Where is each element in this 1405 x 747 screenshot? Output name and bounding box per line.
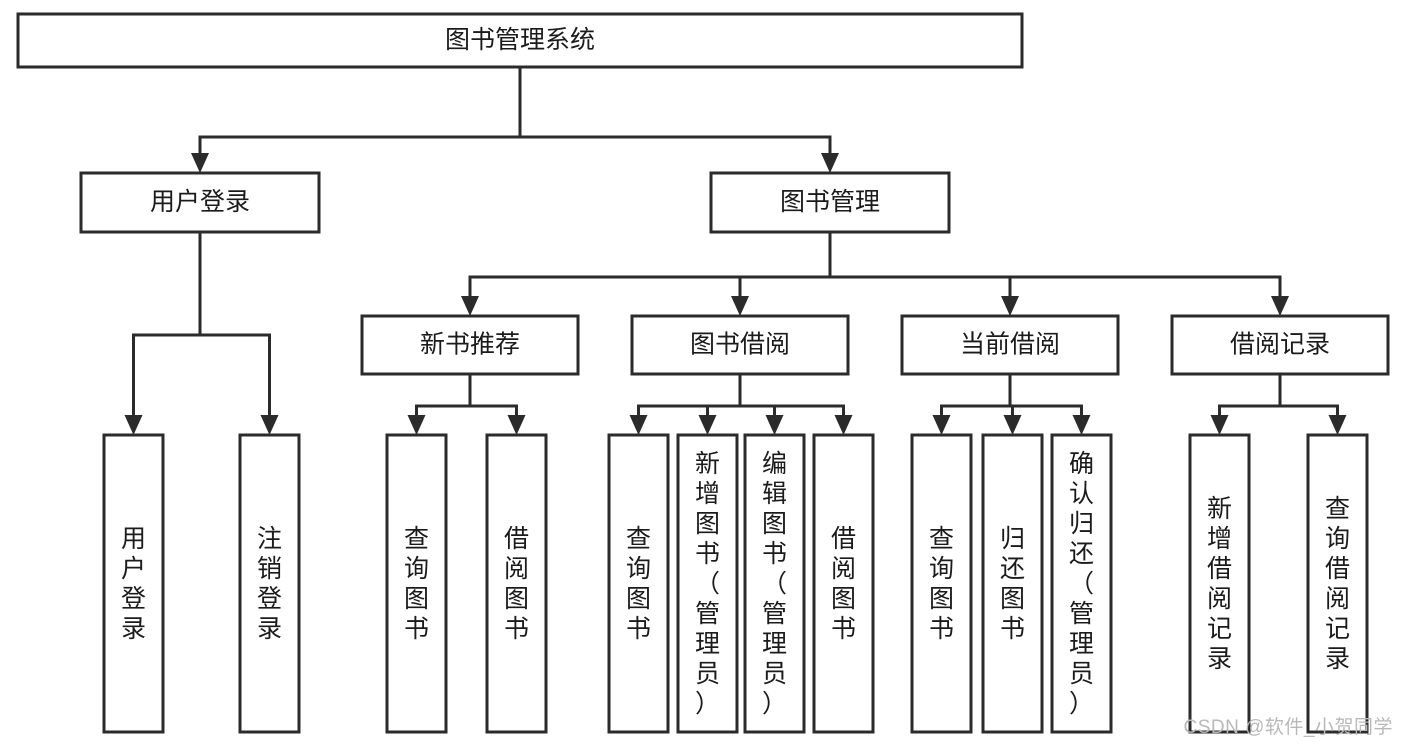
node-leaf-query-record[interactable]: 查询借阅记录	[1306, 433, 1369, 734]
arrow-head-icon	[1001, 296, 1019, 316]
node-leaf-add-book-label: 新增图书（管理员）	[695, 450, 720, 718]
arrow-head-icon	[1003, 415, 1022, 435]
arrow-head-icon	[932, 415, 951, 435]
node-leaf-edit-book-label: 编辑图书（管理员）	[762, 450, 787, 718]
node-leaf-edit-book-rect[interactable]	[743, 433, 806, 734]
node-user-login[interactable]: 用户登录	[79, 171, 321, 234]
node-book-borrow-rect[interactable]	[630, 314, 850, 376]
node-borrow-record-label: 借阅记录	[1230, 331, 1330, 359]
node-leaf-user-login-label: 用户登录	[121, 525, 146, 643]
node-leaf-query-book-3-rect[interactable]	[910, 433, 973, 734]
node-leaf-query-record-rect[interactable]	[1306, 433, 1369, 734]
node-leaf-logout-rect[interactable]	[238, 433, 301, 734]
node-leaf-borrow-book-1-rect[interactable]	[485, 433, 548, 734]
arrow-head-icon	[507, 415, 526, 435]
node-leaf-query-book-3[interactable]: 查询图书	[910, 433, 973, 734]
node-new-book-recommend-label: 新书推荐	[420, 331, 520, 359]
node-user-login-label: 用户登录	[150, 188, 250, 216]
node-book-borrow[interactable]: 图书借阅	[630, 314, 850, 376]
node-leaf-borrow-book-1-label: 借阅图书	[504, 525, 529, 643]
arrow-head-icon	[1328, 415, 1347, 435]
node-leaf-query-book-1[interactable]: 查询图书	[385, 433, 448, 734]
arrow-head-icon	[1271, 296, 1289, 316]
node-book-manage-label: 图书管理	[780, 188, 880, 216]
node-new-book-recommend[interactable]: 新书推荐	[360, 314, 580, 376]
node-root-system[interactable]: 图书管理系统	[16, 12, 1024, 69]
node-leaf-return-book[interactable]: 归还图书	[981, 433, 1044, 734]
arrow-head-icon	[1210, 415, 1229, 435]
node-leaf-edit-book[interactable]: 编辑图书（管理员）	[743, 433, 806, 734]
node-book-manage-rect[interactable]	[709, 171, 951, 234]
node-leaf-confirm-return[interactable]: 确认归还（管理员）	[1050, 433, 1113, 734]
node-leaf-add-record-rect[interactable]	[1188, 433, 1251, 734]
node-borrow-record-rect[interactable]	[1170, 314, 1390, 376]
node-leaf-confirm-return-label: 确认归还（管理员）	[1069, 450, 1094, 718]
node-current-borrow[interactable]: 当前借阅	[900, 314, 1120, 376]
node-book-manage[interactable]: 图书管理	[709, 171, 951, 234]
arrow-head-icon	[191, 153, 209, 173]
node-leaf-user-login[interactable]: 用户登录	[102, 433, 165, 734]
arrow-head-icon	[260, 415, 279, 435]
node-boxes: 图书管理系统用户登录图书管理新书推荐图书借阅当前借阅借阅记录用户登录注销登录查询…	[16, 12, 1390, 734]
node-leaf-add-book-rect[interactable]	[676, 433, 739, 734]
node-leaf-add-record-label: 新增借阅记录	[1207, 495, 1232, 673]
node-leaf-return-book-label: 归还图书	[1000, 525, 1025, 643]
node-leaf-add-book[interactable]: 新增图书（管理员）	[676, 433, 739, 734]
node-leaf-query-book-1-rect[interactable]	[385, 433, 448, 734]
node-leaf-borrow-book-1[interactable]: 借阅图书	[485, 433, 548, 734]
node-leaf-borrow-book-2[interactable]: 借阅图书	[812, 433, 875, 734]
node-leaf-query-book-3-label: 查询图书	[929, 525, 954, 643]
arrow-head-icon	[731, 296, 749, 316]
node-current-borrow-label: 当前借阅	[960, 331, 1060, 359]
arrow-head-icon	[698, 415, 717, 435]
arrow-head-icon	[407, 415, 426, 435]
node-new-book-recommend-rect[interactable]	[360, 314, 580, 376]
node-leaf-add-record[interactable]: 新增借阅记录	[1188, 433, 1251, 734]
arrow-head-icon	[765, 415, 784, 435]
node-leaf-borrow-book-2-label: 借阅图书	[831, 525, 856, 643]
node-leaf-logout[interactable]: 注销登录	[238, 433, 301, 734]
node-leaf-logout-label: 注销登录	[257, 525, 282, 643]
arrow-head-icon	[124, 415, 143, 435]
node-leaf-user-login-rect[interactable]	[102, 433, 165, 734]
node-leaf-query-record-label: 查询借阅记录	[1325, 495, 1350, 673]
arrow-head-icon	[821, 153, 839, 173]
node-leaf-borrow-book-2-rect[interactable]	[812, 433, 875, 734]
node-user-login-rect[interactable]	[79, 171, 321, 234]
arrow-head-icon	[629, 415, 648, 435]
node-root-system-rect[interactable]	[16, 12, 1024, 69]
node-current-borrow-rect[interactable]	[900, 314, 1120, 376]
arrow-head-icon	[834, 415, 853, 435]
node-leaf-query-book-2[interactable]: 查询图书	[607, 433, 670, 734]
node-book-borrow-label: 图书借阅	[690, 331, 790, 359]
node-leaf-query-book-2-label: 查询图书	[626, 525, 651, 643]
arrow-head-icon	[461, 296, 479, 316]
node-leaf-confirm-return-rect[interactable]	[1050, 433, 1113, 734]
arrow-head-icon	[1072, 415, 1091, 435]
connector-lines	[124, 65, 1347, 435]
node-borrow-record[interactable]: 借阅记录	[1170, 314, 1390, 376]
node-root-system-label: 图书管理系统	[445, 26, 595, 54]
node-leaf-return-book-rect[interactable]	[981, 433, 1044, 734]
node-leaf-query-book-2-rect[interactable]	[607, 433, 670, 734]
node-leaf-query-book-1-label: 查询图书	[404, 525, 429, 643]
